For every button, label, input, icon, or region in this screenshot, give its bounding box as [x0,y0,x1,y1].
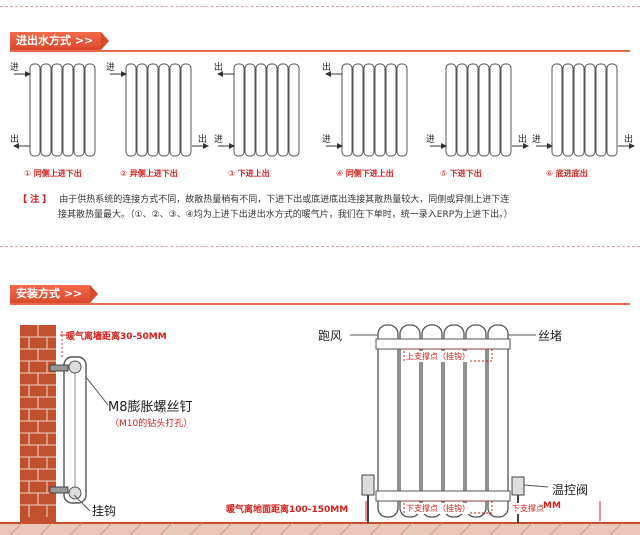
caption-number: ① [24,169,34,178]
flow-label: 进 [426,134,435,145]
section-header-install: 安装方式 >> [10,285,630,305]
caption-label: 下进上出 [237,169,270,178]
caption-number: ⑥ [546,169,556,178]
caption-label: 同侧上进下出 [33,169,82,178]
flow-label: 进 [10,62,19,73]
diagram-caption: ④ 同侧下进上出 [336,168,394,179]
radiator-diagram-2: 进出 [106,62,209,157]
radiator-diagram-3: 出进 [214,61,300,157]
bolt-note-label: （M10的钻头打孔） [110,419,193,429]
connection-diagrams: 进出进出出进出进进出进出 [10,61,635,157]
flow-label: 进 [322,134,331,145]
radiator-front-view [375,324,511,518]
lower-support-label-2: 下支撑点 [512,503,544,514]
flow-label: 出 [518,133,527,145]
upper-support-label: 上支撑点（挂钩） [406,351,470,362]
note-tag: 【 注 】 [18,195,52,205]
flow-label: 进 [214,134,223,145]
diagram-caption: ⑥ 底进底出 [546,168,588,179]
mm-tail-label: MM [543,501,561,511]
caption-number: ③ [228,169,238,178]
section-title: 进出水方式 >> [10,32,110,50]
flow-label: 出 [198,133,207,145]
plug-label: 丝堵 [538,329,563,343]
diagram-caption: ⑤ 下进下出 [440,168,482,179]
caption-number: ⑤ [440,169,450,178]
caption-number: ② [120,169,130,178]
note-line1: 由于供热系统的连接方式不同，故散热量稍有不同，下进下出或底进底出连接其散热量较大… [59,195,510,205]
caption-label: 下进下出 [449,169,482,178]
bolt-icon [49,364,69,494]
caption-label: 同侧下进上出 [345,169,394,178]
flow-label: 出 [322,61,331,73]
section-title: 安装方式 >> [10,285,99,303]
floor-distance-label: 暖气离地面距离100-150MM [226,505,349,515]
hook-label: 挂钩 [92,504,117,518]
diagram-caption: ② 异侧上进下出 [120,168,178,179]
radiator-side-view [63,356,87,504]
radiator-diagram-6: 进出 [532,63,635,157]
radiator-diagram-4: 出进 [322,61,408,157]
installation-note: 【 注 】由于供热系统的连接方式不同，故散热量稍有不同，下进下出或底进底出连接其… [18,193,628,223]
note-line2: 接其散热量最大。（①、②、③、④均为上进下出进出水方式的暖气片，我们在下单时，统… [58,210,513,220]
flow-label: 出 [10,133,19,145]
lower-support-label: 下支撑点（挂钩） [406,503,470,514]
radiator-diagram-1: 进出 [10,62,96,157]
thermo-valve-label: 温控阀 [552,483,589,497]
diagram-caption: ① 同侧上进下出 [24,168,82,179]
caption-number: ④ [336,169,346,178]
section-header-water: 进出水方式 >> [10,32,630,52]
wall-install-diagram [0,324,640,535]
flow-label: 出 [214,61,223,73]
flow-label: 出 [624,133,633,145]
bolt-label: M8膨胀螺丝钉 [108,400,193,415]
diagram-caption: ③ 下进上出 [228,168,270,179]
caption-label: 底进底出 [555,169,588,178]
caption-label: 异侧上进下出 [129,169,178,178]
flow-label: 进 [532,134,541,145]
radiator-diagram-5: 进出 [426,63,529,157]
wall-distance-label: 暖气离墙距离30-50MM [66,332,167,342]
valve-icon [361,474,525,523]
flow-label: 进 [106,62,115,73]
vent-label: 跑风 [318,329,343,343]
